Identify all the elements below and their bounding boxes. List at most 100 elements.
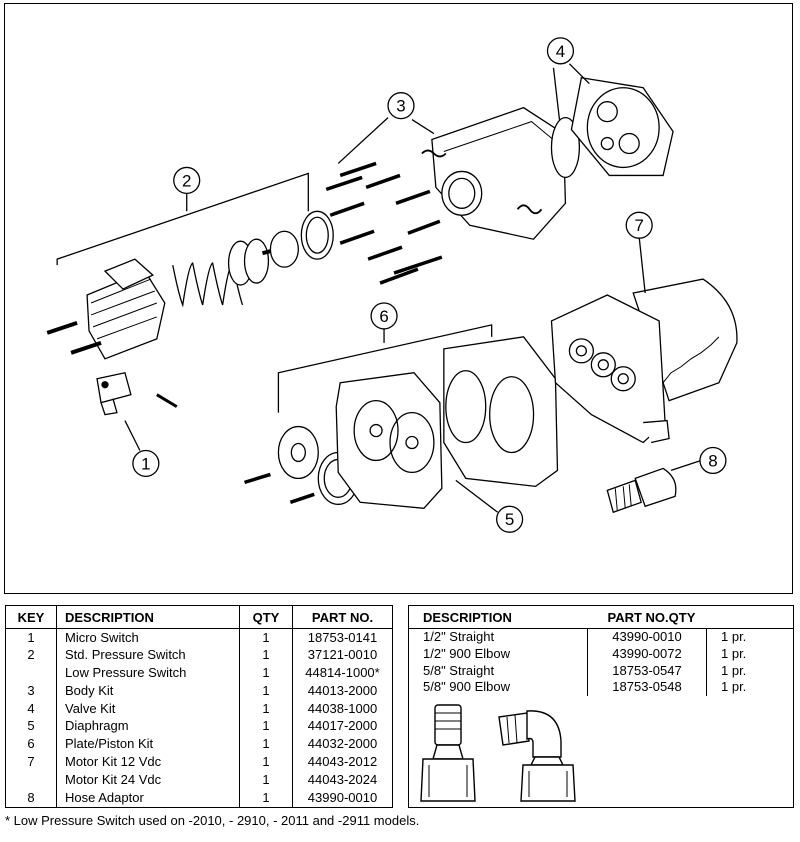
cell-part-no: 43990-0010 <box>587 628 707 646</box>
table-row: 7 Motor Kit 12 Vdc 1 44043-2012 <box>5 753 393 772</box>
adaptor-illustrations <box>420 704 576 802</box>
cell-description: Motor Kit 24 Vdc <box>56 771 240 790</box>
cell-key <box>5 771 57 790</box>
part-hose-adaptor <box>606 467 677 514</box>
cell-qty: 1 <box>239 771 293 790</box>
table-row: 6 Plate/Piston Kit 1 44032-2000 <box>5 735 393 754</box>
hose-adaptor-table: DESCRIPTION PART NO.QTY 1/2" Straight 43… <box>409 606 793 697</box>
cell-description: 5/8" 900 Elbow <box>409 679 588 697</box>
cell-description: Diaphragm <box>56 717 240 736</box>
callout-7-label: 7 <box>634 216 643 235</box>
table-row: 3 Body Kit 1 44013-2000 <box>5 682 393 701</box>
cell-part-no: 37121-0010 <box>307 647 378 663</box>
callout-6-bracket <box>277 324 493 413</box>
parts-table-header: KEY DESCRIPTION QTY PART NO. <box>5 605 393 629</box>
cell-part-no: 18753-0547 <box>587 662 707 680</box>
cell-qty: 1 pr. <box>721 679 747 695</box>
cell-key: 8 <box>5 789 57 808</box>
callout-2: 2 <box>173 166 201 195</box>
callout-3-leader <box>337 117 435 164</box>
part-micro-switch <box>96 371 178 416</box>
table-row: 1/2" 900 Elbow 43990-0072 1 pr. <box>409 645 793 663</box>
cell-part-no: 44814-1000* <box>305 665 380 681</box>
cell-part-no: 44013-2000 <box>307 682 378 698</box>
table-row: 5/8" 900 Elbow 18753-0548 1 pr. <box>409 679 793 697</box>
table-row: 2 Std. Pressure Switch 1 37121-0010 <box>5 646 393 665</box>
cell-description: Motor Kit 12 Vdc <box>56 753 240 772</box>
callout-4-leader <box>552 63 590 120</box>
part-body-kit <box>325 106 567 285</box>
cell-qty: 1 <box>239 789 293 808</box>
callout-7-leader <box>638 237 646 294</box>
cell-part-no: 18753-0548 <box>587 679 707 697</box>
callout-6: 6 <box>370 302 398 330</box>
header-description: DESCRIPTION <box>56 605 240 629</box>
header-part-no-qty: PART NO.QTY <box>587 606 793 629</box>
cell-key: 2 <box>5 646 57 665</box>
cell-qty: 1 <box>239 700 293 718</box>
straight-adaptor-drawing <box>420 704 476 802</box>
cell-qty: 1 pr. <box>721 662 747 678</box>
cell-key: 4 <box>5 700 57 718</box>
callout-6-label: 6 <box>379 307 388 326</box>
parts-list-table: KEY DESCRIPTION QTY PART NO. 1 Micro Swi… <box>5 605 393 808</box>
cell-description: Plate/Piston Kit <box>56 735 240 754</box>
callout-1-label: 1 <box>141 454 150 473</box>
diagram-drawing: 1 2 <box>46 37 738 533</box>
callout-8: 8 <box>699 446 727 475</box>
callout-8-label: 8 <box>708 451 717 470</box>
table-row: 1 Micro Switch 1 18753-0141 <box>5 628 393 647</box>
table-row: 1/2" Straight 43990-0010 1 pr. <box>409 628 793 646</box>
cell-key: 7 <box>5 753 57 772</box>
header-part-no: PART NO. <box>292 605 393 629</box>
table-row: Motor Kit 24 Vdc 1 44043-2024 <box>5 771 393 790</box>
footnote: * Low Pressure Switch used on -2010, - 2… <box>5 813 420 828</box>
callout-5-label: 5 <box>505 510 514 529</box>
table-row: 8 Hose Adaptor 1 43990-0010 <box>5 789 393 808</box>
cell-qty: 1 pr. <box>721 645 747 661</box>
table-row: 5/8" Straight 18753-0547 1 pr. <box>409 662 793 680</box>
cell-part-no: 43990-0010 <box>307 789 378 805</box>
adaptor-table-header: DESCRIPTION PART NO.QTY <box>409 606 793 629</box>
callout-5-leader <box>455 479 499 513</box>
cell-description: Valve Kit <box>56 700 240 718</box>
cell-part-no: 44038-1000 <box>307 700 378 716</box>
cell-description: Hose Adaptor <box>56 789 240 808</box>
elbow-adaptor-drawing <box>498 710 576 802</box>
cell-qty: 1 <box>239 717 293 736</box>
cell-part-no: 44043-2024 <box>307 771 378 787</box>
cell-part-no: 43990-0072 <box>587 645 707 663</box>
part-diaphragm <box>443 336 559 488</box>
callout-4-label: 4 <box>556 42 565 61</box>
callout-1-leader <box>124 420 141 451</box>
callout-5: 5 <box>496 505 524 533</box>
callout-7: 7 <box>625 211 653 239</box>
cell-description: 1/2" 900 Elbow <box>409 645 588 663</box>
cell-part-no: 18753-0141 <box>307 629 378 645</box>
cell-key: 3 <box>5 682 57 701</box>
callout-1: 1 <box>132 449 160 478</box>
header-description: DESCRIPTION <box>409 606 588 629</box>
cell-description: 5/8" Straight <box>409 662 588 680</box>
table-row: Low Pressure Switch 1 44814-1000* <box>5 664 393 683</box>
cell-qty: 1 <box>239 682 293 701</box>
exploded-parts-diagram: 1 2 <box>4 3 793 594</box>
cell-key <box>5 664 57 683</box>
part-pressure-switch <box>46 210 334 360</box>
cell-qty: 1 <box>239 753 293 772</box>
part-motor-kit <box>550 278 738 444</box>
callout-3: 3 <box>387 92 415 120</box>
header-key: KEY <box>5 605 57 629</box>
table-row: 4 Valve Kit 1 44038-1000 <box>5 700 393 718</box>
cell-part-no: 44017-2000 <box>307 718 378 734</box>
cell-description: Std. Pressure Switch <box>56 646 240 665</box>
cell-description: Micro Switch <box>56 628 240 647</box>
part-plate-piston-kit <box>244 372 443 509</box>
part-valve-kit <box>550 77 674 179</box>
cell-part-no: 44032-2000 <box>307 736 378 752</box>
cell-qty: 1 <box>239 628 293 647</box>
callout-8-leader <box>670 459 702 472</box>
callout-2-bracket <box>56 172 309 266</box>
cell-description: 1/2" Straight <box>409 628 588 646</box>
cell-part-no: 44043-2012 <box>307 753 378 769</box>
